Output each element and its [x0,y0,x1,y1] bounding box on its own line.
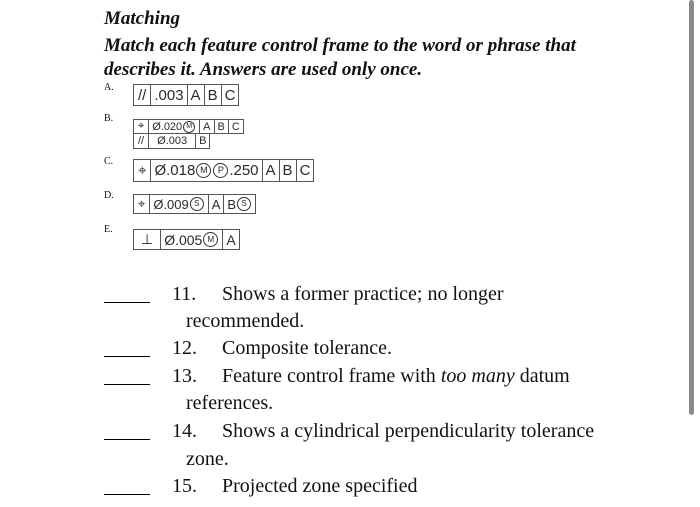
rfs-modifier: S [189,197,204,211]
tolerance-cell: Ø.009 S [150,194,209,214]
mmc-modifier: M [183,120,196,133]
datum-b: B [279,159,297,182]
position-symbol: ⌖ [133,159,152,182]
rfs-modifier: S [237,197,252,211]
fcf-d: ⌖ Ø.009 S A B S [133,194,257,214]
datum-b-cell: B S [224,194,257,214]
option-b-label: B. [104,113,114,124]
option-e-label: E. [104,224,113,235]
tolerance-value: Ø.020 [152,120,183,133]
question-text-14-cont: zone. [186,448,229,470]
datum-c: C [296,159,315,182]
page-title: Matching [104,8,181,29]
option-c-label: C. [104,156,114,167]
answer-blank-14[interactable] [104,439,150,440]
position-symbol: ⌖ [133,119,150,134]
tolerance-value: .003 [151,84,188,106]
mmc-modifier: M [196,163,212,178]
datum-b: B [204,84,222,106]
question-text-14: Shows a cylindrical perpendicularity tol… [222,420,595,442]
tolerance-value: Ø.005 [164,231,203,248]
tolerance-cell: Ø.020 M [149,119,201,134]
question-text-12: Composite tolerance. [222,337,392,359]
question-text-13-part: datum [514,365,570,387]
datum-c: C [221,84,240,106]
scrollbar[interactable] [689,0,694,415]
datum-a: A [223,229,240,250]
fcf-e: ⊥ Ø.005 M A [133,229,240,250]
datum-b: B [227,196,237,212]
parallelism-symbol: // [133,134,150,149]
question-number-13: 13. [172,365,197,387]
question-number-15: 15. [172,475,197,497]
option-d-label: D. [104,190,114,201]
question-text-13: Feature control frame with too many datu… [222,365,570,388]
tolerance-value: Ø.018 [154,162,196,179]
perpendicularity-symbol: ⊥ [133,229,162,250]
datum-a: A [187,84,205,106]
answer-blank-15[interactable] [104,494,150,495]
question-text-13-cont: references. [186,392,274,414]
question-number-14: 14. [172,420,197,442]
instructions: Match each feature control frame to the … [104,35,576,80]
datum-b: B [214,119,229,134]
projected-zone-value: .250 [229,162,259,179]
option-a-label: A. [104,82,114,93]
tolerance-cell: Ø.005 M [161,229,224,250]
question-text-13-part: Feature control frame with [222,365,441,387]
fcf-c: ⌖ Ø.018 M P .250 A B C [133,159,315,182]
fcf-b-row2: // Ø.003 B [133,134,211,149]
position-symbol: ⌖ [133,194,151,214]
answer-blank-13[interactable] [104,384,150,385]
tolerance-cell: Ø.018 M P .250 [151,159,263,182]
question-number-12: 12. [172,337,197,359]
question-text-11-cont: recommended. [186,310,305,332]
answer-blank-12[interactable] [104,356,150,357]
tolerance-value: Ø.003 [149,134,197,149]
question-text-11: Shows a former practice; no longer [222,283,504,305]
question-text-13-emphasis: too many [440,365,515,387]
fcf-a: // .003 A B C [133,84,240,106]
projected-zone-modifier: P [213,163,229,178]
mmc-modifier: M [203,232,219,247]
datum-b: B [196,134,211,149]
parallelism-symbol: // [133,84,152,106]
question-number-11: 11. [172,283,197,305]
datum-a: A [200,119,215,134]
question-text-15: Projected zone specified [222,475,418,497]
answer-blank-11[interactable] [104,302,150,303]
datum-a: A [208,194,225,214]
datum-a: A [262,159,280,182]
tolerance-value: Ø.009 [153,196,189,212]
fcf-b-row1: ⌖ Ø.020 M A B C [133,119,244,134]
datum-c: C [228,119,244,134]
